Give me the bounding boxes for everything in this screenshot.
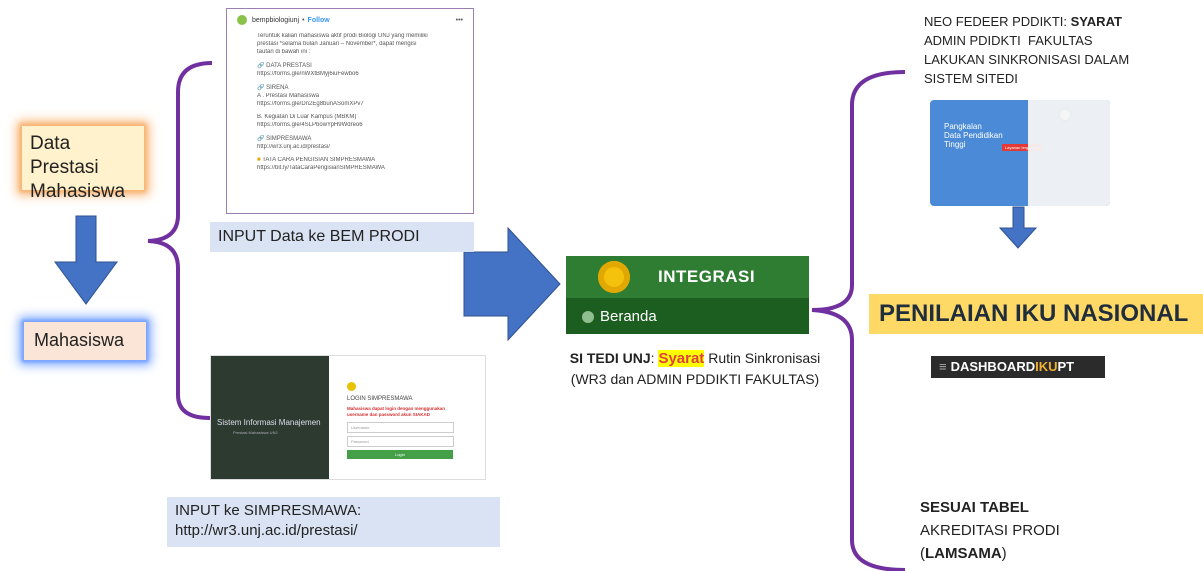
- pddikti-status-badge: Layanan terganggu: [1002, 144, 1043, 151]
- link-icon: 🔗: [257, 63, 267, 69]
- dashboard-gauge-icon: [582, 311, 594, 323]
- account-name[interactable]: bempbiologiunj: [252, 16, 300, 24]
- intro-2: prestasi *selama bulan Januari – Novembe…: [257, 41, 417, 47]
- sesuai-tabel-text: SESUAI TABEL AKREDITASI PRODI (LAMSAMA): [920, 496, 1190, 565]
- neo-line2: ADMIN PDIDKTI FAKULTAS: [924, 33, 1093, 48]
- data-prestasi-line2: Mahasiswa: [30, 181, 126, 202]
- login-title: LOGIN SIMPRESMAWA: [347, 396, 413, 402]
- sirena-a: A . Prestasi Mahasiswa: [257, 93, 320, 99]
- follow-button[interactable]: Follow: [307, 16, 330, 24]
- sirena-heading: SIRENA: [266, 85, 289, 91]
- left-bracket: [147, 61, 213, 420]
- data-prestasi-heading: DATA PRESTASI: [266, 63, 312, 69]
- menu-beranda[interactable]: Beranda: [600, 308, 657, 325]
- big-right-arrow: [463, 226, 561, 342]
- dash-part-c: PT: [1057, 359, 1075, 374]
- mahasiswa-label: Mahasiswa: [34, 330, 125, 350]
- simpresmawa-heading: SIMPRESMAWA: [266, 136, 312, 142]
- input-bem-text: INPUT Data ke BEM PRODI: [218, 228, 420, 245]
- sitedi-line2: (WR3 dan ADMIN PDDIKTI FAKULTAS): [570, 371, 820, 387]
- login-warning: Mahasiswa dapat login dengan menggunakan…: [347, 406, 446, 417]
- right-bracket: [811, 70, 906, 571]
- tata-cara-heading: TATA CARA PENGISIAN SIMPRESMAWA: [262, 157, 376, 163]
- username-input[interactable]: Username: [347, 422, 454, 433]
- link-5[interactable]: https://bit.ly/TataCaraPengisianSIMPRESM…: [257, 165, 385, 171]
- data-prestasi-box: Data Prestasi Mahasiswa: [22, 126, 144, 202]
- simpresmawa-login-screenshot: Sistem Informasi Manajemen Prestasi Maha…: [210, 355, 486, 480]
- neo-line1: NEO FEDEER PDDIKTI:: [924, 14, 1071, 29]
- more-options-icon[interactable]: •••: [455, 16, 463, 24]
- login-hero-sub: Prestasi Mahasiswa UNJ: [233, 430, 278, 435]
- sitedi-rest: Rutin Sinkronisasi: [704, 350, 821, 366]
- down-arrow-right: [998, 206, 1038, 249]
- neo-feeder-text: NEO FEDEER PDDIKTI: SYARAT ADMIN PDIDKTI…: [924, 12, 1194, 88]
- sesuai-paren-close: ): [1001, 545, 1007, 562]
- note-icon: ■: [257, 157, 263, 163]
- neo-line4: SISTEM SITEDI: [924, 71, 1018, 86]
- input-simpresmawa-label: INPUT ke SIMPRESMAWA: http://wr3.unj.ac.…: [167, 497, 500, 547]
- sesuai-paren-open: (: [920, 545, 925, 562]
- menu-icon: ≡: [939, 359, 947, 374]
- neo-line3: LAKUKAN SINKRONISASI DALAM: [924, 52, 1130, 67]
- instagram-post: bempbiologiunj • Follow ••• Teruntuk kal…: [226, 8, 474, 214]
- intro-3: tautan di bawah ini :: [257, 49, 311, 55]
- sesuai-line1: SESUAI TABEL: [920, 499, 1029, 516]
- sesuai-lamsama: LAMSAMA: [925, 545, 1002, 562]
- integrasi-header: INTEGRASI: [566, 256, 809, 298]
- integrasi-title: INTEGRASI: [658, 267, 756, 286]
- pddikti-title-1: Pangkalan: [944, 122, 982, 131]
- sirena-b: B. Kegiatan Di Luar Kampus (MBKM): [257, 114, 357, 120]
- link-icon: 🔗: [257, 85, 267, 91]
- login-logo-icon: [347, 382, 356, 391]
- down-arrow-left: [54, 215, 118, 305]
- integrasi-panel: INTEGRASI Beranda: [566, 256, 809, 334]
- link-2[interactable]: https://forms.gle/Dn2Eg8bunASomXPv7: [257, 101, 364, 107]
- penilaian-iku-title: PENILAIAN IKU NASIONAL: [869, 294, 1203, 334]
- input-simpres-line1: INPUT ke SIMPRESMAWA:: [175, 502, 362, 519]
- dash-part-b: IKU: [1035, 359, 1058, 374]
- intro-1: Teruntuk kalian mahasiswa aktif prodi Bi…: [257, 33, 428, 39]
- neo-syarat: SYARAT: [1070, 14, 1122, 29]
- pddikti-panel: [1028, 100, 1110, 206]
- syarat-highlight: Syarat: [658, 350, 705, 367]
- pddikti-screenshot: Pangkalan Data Pendidikan Tinggi Layanan…: [930, 100, 1110, 206]
- sitedi-colon: :: [650, 350, 659, 366]
- input-bem-label: INPUT Data ke BEM PRODI: [210, 222, 474, 252]
- login-hero-image: Sistem Informasi Manajemen Prestasi Maha…: [211, 356, 329, 479]
- password-input[interactable]: Password: [347, 436, 454, 447]
- sesuai-line2: AKREDITASI PRODI: [920, 522, 1060, 539]
- dashboard-ikupt-logo: ≡DASHBOARDIKUPT: [931, 356, 1105, 378]
- unj-logo-icon: [598, 261, 630, 293]
- link-1[interactable]: https://forms.gle/nWXtBMyj6iuFewbo6: [257, 71, 359, 77]
- dash-part-a: DASHBOARD: [950, 359, 1036, 374]
- sitedi-caption: SI TEDI UNJ: Syarat Rutin Sinkronisasi (…: [560, 348, 830, 389]
- link-3[interactable]: https://forms.gle/4SLPbowYpH9Wdreo6: [257, 122, 363, 128]
- login-hero-title: Sistem Informasi Manajemen: [217, 418, 321, 427]
- sitedi-name: SI TEDI UNJ: [569, 350, 651, 366]
- pddikti-title-2: Data Pendidikan: [944, 131, 1003, 140]
- mahasiswa-box: Mahasiswa: [24, 322, 146, 360]
- input-simpres-line2: http://wr3.unj.ac.id/prestasi/: [175, 522, 358, 539]
- link-4[interactable]: http://wr3.unj.ac.id/prestasi/: [257, 144, 331, 150]
- link-icon: 🔗: [257, 136, 267, 142]
- data-prestasi-line1: Data Prestasi: [30, 133, 99, 178]
- pddikti-title-3: Tinggi: [944, 140, 966, 149]
- login-button[interactable]: Login: [347, 450, 453, 459]
- account-avatar-icon: [237, 15, 247, 25]
